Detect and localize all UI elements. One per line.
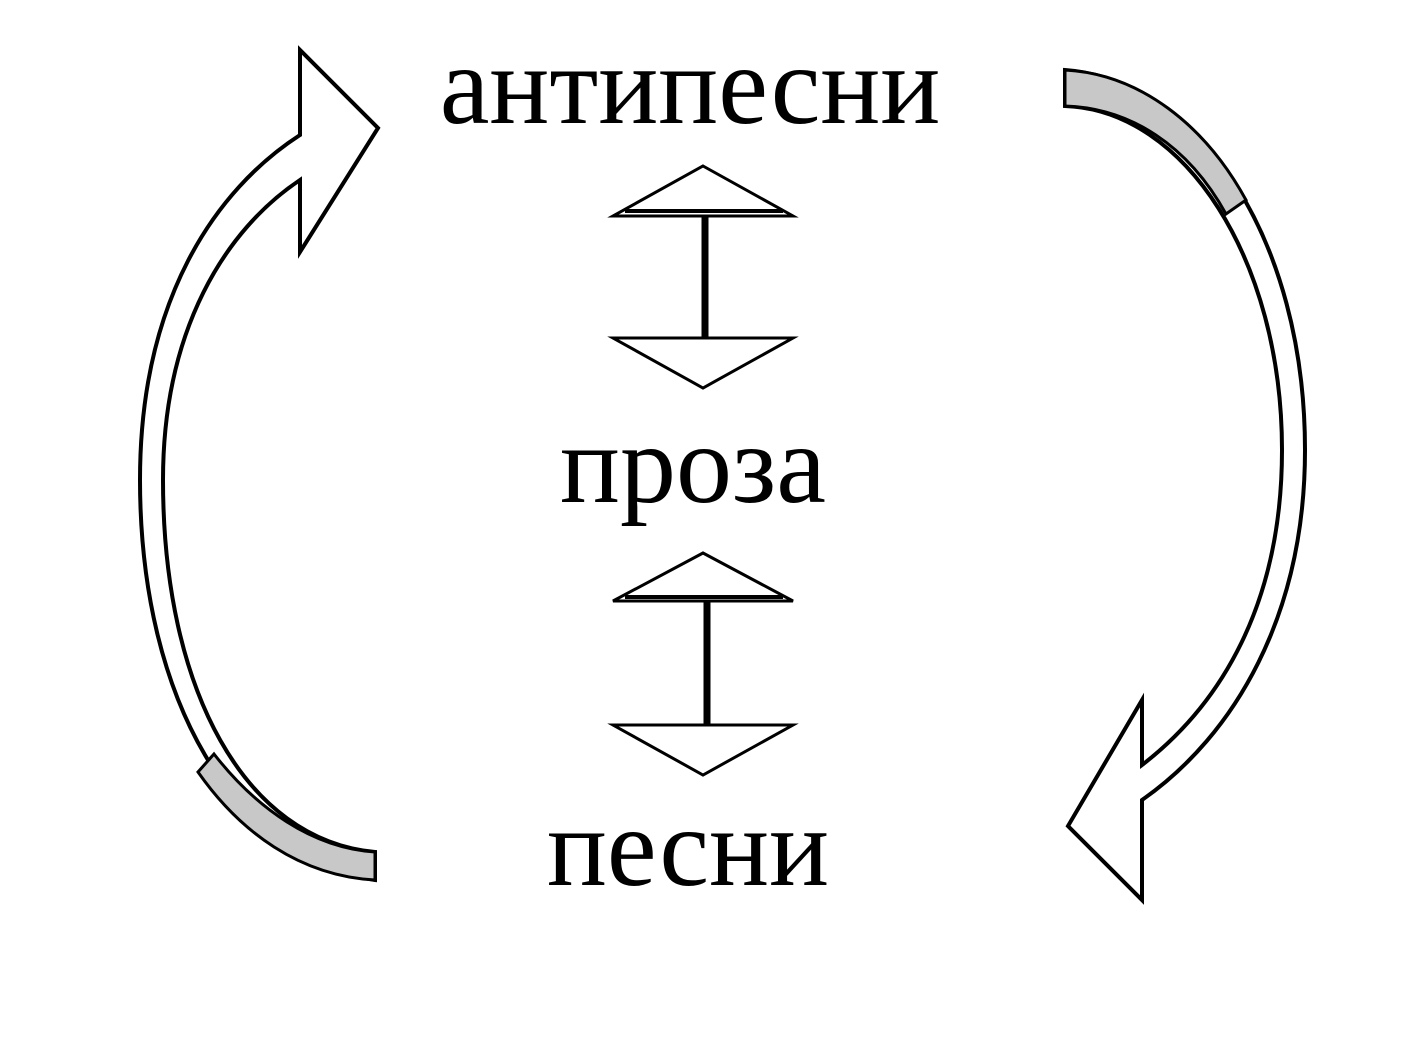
arrowhead-down-icon bbox=[607, 336, 799, 390]
curved-arrow-right bbox=[1063, 67, 1308, 905]
arrowhead-down-icon bbox=[607, 723, 799, 777]
label-middle: проза bbox=[560, 403, 826, 527]
arrowhead-up-icon bbox=[612, 551, 794, 603]
double-arrow-lower bbox=[607, 551, 799, 777]
label-bottom: песни bbox=[547, 786, 829, 910]
double-arrow-upper bbox=[607, 164, 799, 390]
curved-arrow-left bbox=[137, 45, 381, 883]
arrowhead-up-icon bbox=[607, 164, 799, 218]
label-top: антипесни bbox=[440, 24, 941, 148]
